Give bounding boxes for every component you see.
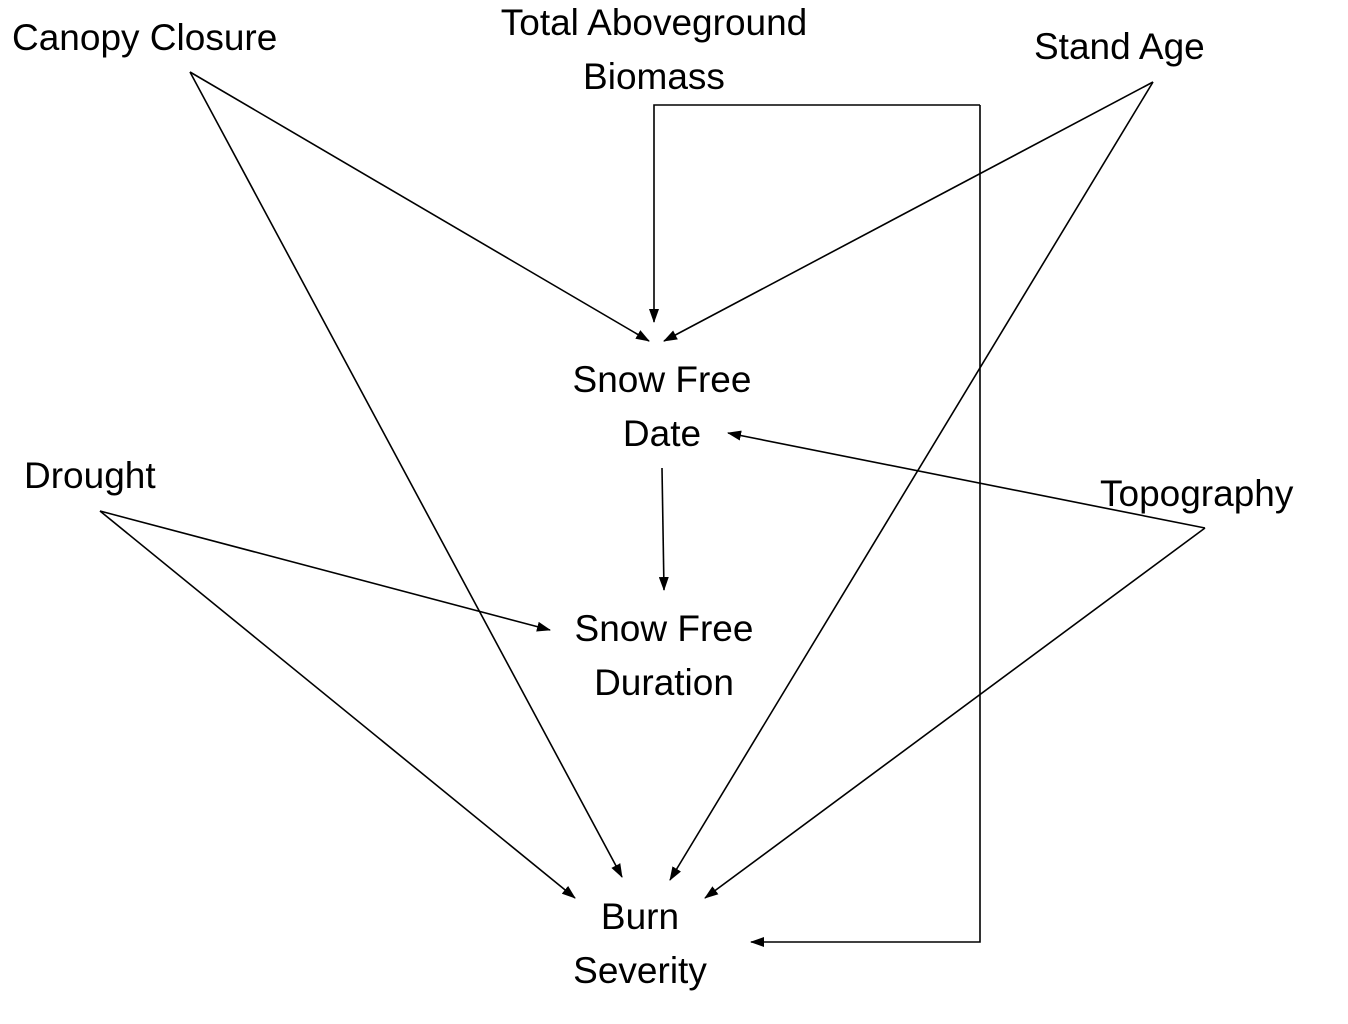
node-burn-severity-line-2: Severity: [573, 950, 707, 991]
edge-snow-free-date-to-snow-free-duration: [658, 467, 669, 591]
node-snow-free-duration-line-1: Snow Free: [574, 608, 754, 649]
edge-topography-to-burn-severity: [704, 527, 1206, 899]
edge-canopy-closure-to-snow-free-date: [189, 71, 650, 342]
edge-drought-to-snow-free-duration: [99, 510, 551, 632]
node-biomass-label-line-1: Total Aboveground: [500, 2, 808, 43]
node-stand-age-label: Stand Age: [1034, 26, 1205, 67]
node-drought: Drought: [24, 449, 156, 503]
edge-drought-to-burn-severity: [99, 510, 576, 899]
node-snow-free-date: Snow Free Date: [573, 353, 752, 461]
node-burn-severity-line-1: Burn: [600, 896, 680, 937]
node-snow-free-date-line-1: Snow Free: [572, 359, 752, 400]
edge-biomass-to-burn-severity: [750, 105, 981, 947]
edge-stand-age-to-burn-severity: [669, 81, 1154, 881]
node-canopy-closure: Canopy Closure: [12, 11, 277, 65]
edge-stand-age-to-snow-free-date: [663, 81, 1154, 342]
node-topography-label: Topography: [1100, 473, 1294, 514]
node-snow-free-date-line-2: Date: [622, 413, 702, 454]
node-topography: Topography: [1100, 467, 1293, 521]
edge-canopy-closure-to-burn-severity: [189, 71, 623, 878]
node-drought-label: Drought: [24, 455, 156, 496]
edge-biomass-to-snow-free-date: [649, 104, 980, 323]
node-snow-free-duration: Snow Free Duration: [575, 602, 754, 710]
node-canopy-closure-label: Canopy Closure: [12, 17, 278, 58]
node-snow-free-duration-line-2: Duration: [594, 662, 734, 703]
edge-topography-to-snow-free-date: [727, 430, 1206, 529]
node-burn-severity: Burn Severity: [573, 890, 707, 998]
node-total-aboveground-biomass: Total Aboveground Biomass: [501, 0, 808, 104]
node-stand-age: Stand Age: [1034, 20, 1205, 74]
node-biomass-label-line-2: Biomass: [583, 56, 725, 97]
